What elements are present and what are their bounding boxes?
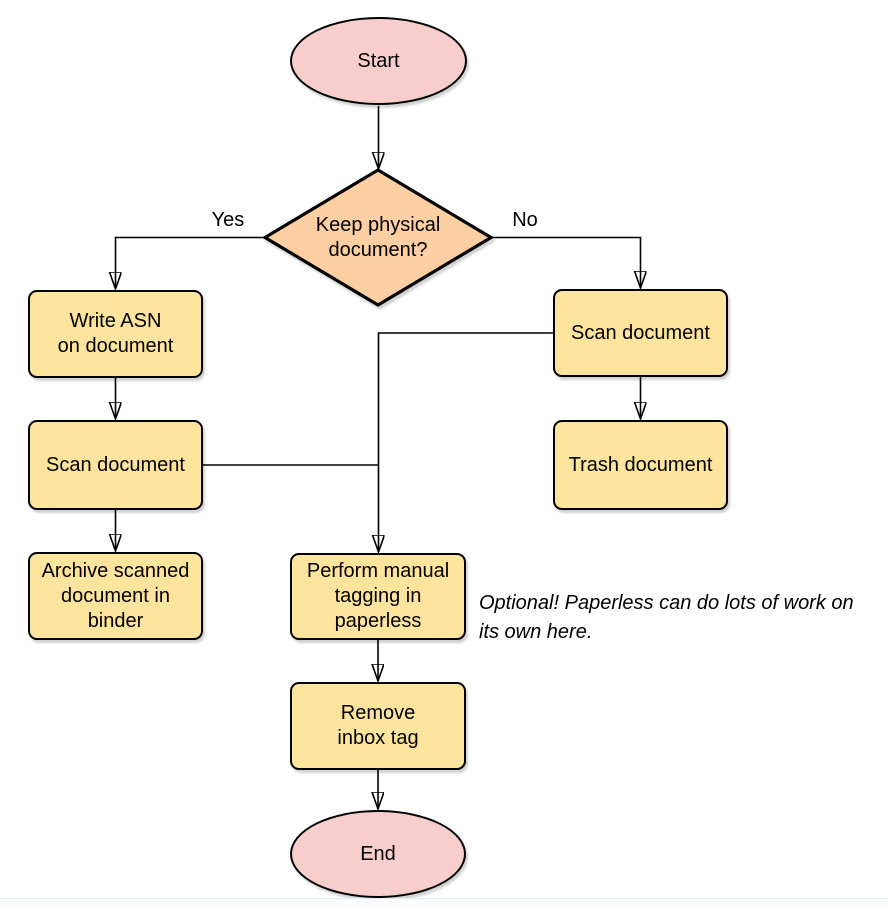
diamond-shape [261, 168, 495, 307]
start-node: Start [290, 17, 467, 105]
window-bottom-edge [0, 898, 888, 907]
start-node-label: Start [357, 49, 400, 72]
annotation-optional-note: Optional! Paperless can do lots of work … [479, 592, 854, 643]
process-write-asn-on-document: Write ASN on document [28, 290, 203, 378]
edge-label-yes: Yes [211, 209, 245, 231]
process-node-label: Scan document [571, 321, 710, 344]
process-scan-document-right: Scan document [553, 289, 728, 377]
process-trash-document: Trash document [553, 420, 728, 510]
edge-label-no: No [512, 209, 538, 231]
process-node-label: Write ASN on document [57, 310, 174, 357]
process-node-label: Scan document [46, 453, 185, 476]
end-node-label: End [360, 842, 396, 865]
edge-decision-yes-to-write-asn [116, 236, 265, 289]
edge-scan-right-to-tagging [379, 332, 553, 551]
process-manual-tagging: Perform manual tagging in paperless [290, 553, 466, 640]
process-node-label: Perform manual tagging in paperless [306, 560, 450, 632]
process-scan-document-left: Scan document [28, 420, 203, 510]
process-remove-inbox-tag: Remove inbox tag [290, 682, 466, 770]
decision-node-label: Keep physical document? [315, 213, 441, 261]
process-node-label: Remove inbox tag [337, 702, 419, 749]
decision-keep-physical-document: Keep physical document? [261, 166, 495, 309]
process-node-label: Trash document [568, 453, 713, 476]
end-node: End [290, 810, 466, 898]
process-node-label: Archive scanned document in binder [41, 559, 190, 632]
process-archive-scanned-document: Archive scanned document in binder [28, 552, 203, 640]
edge-decision-no-to-scan-right [491, 236, 641, 288]
